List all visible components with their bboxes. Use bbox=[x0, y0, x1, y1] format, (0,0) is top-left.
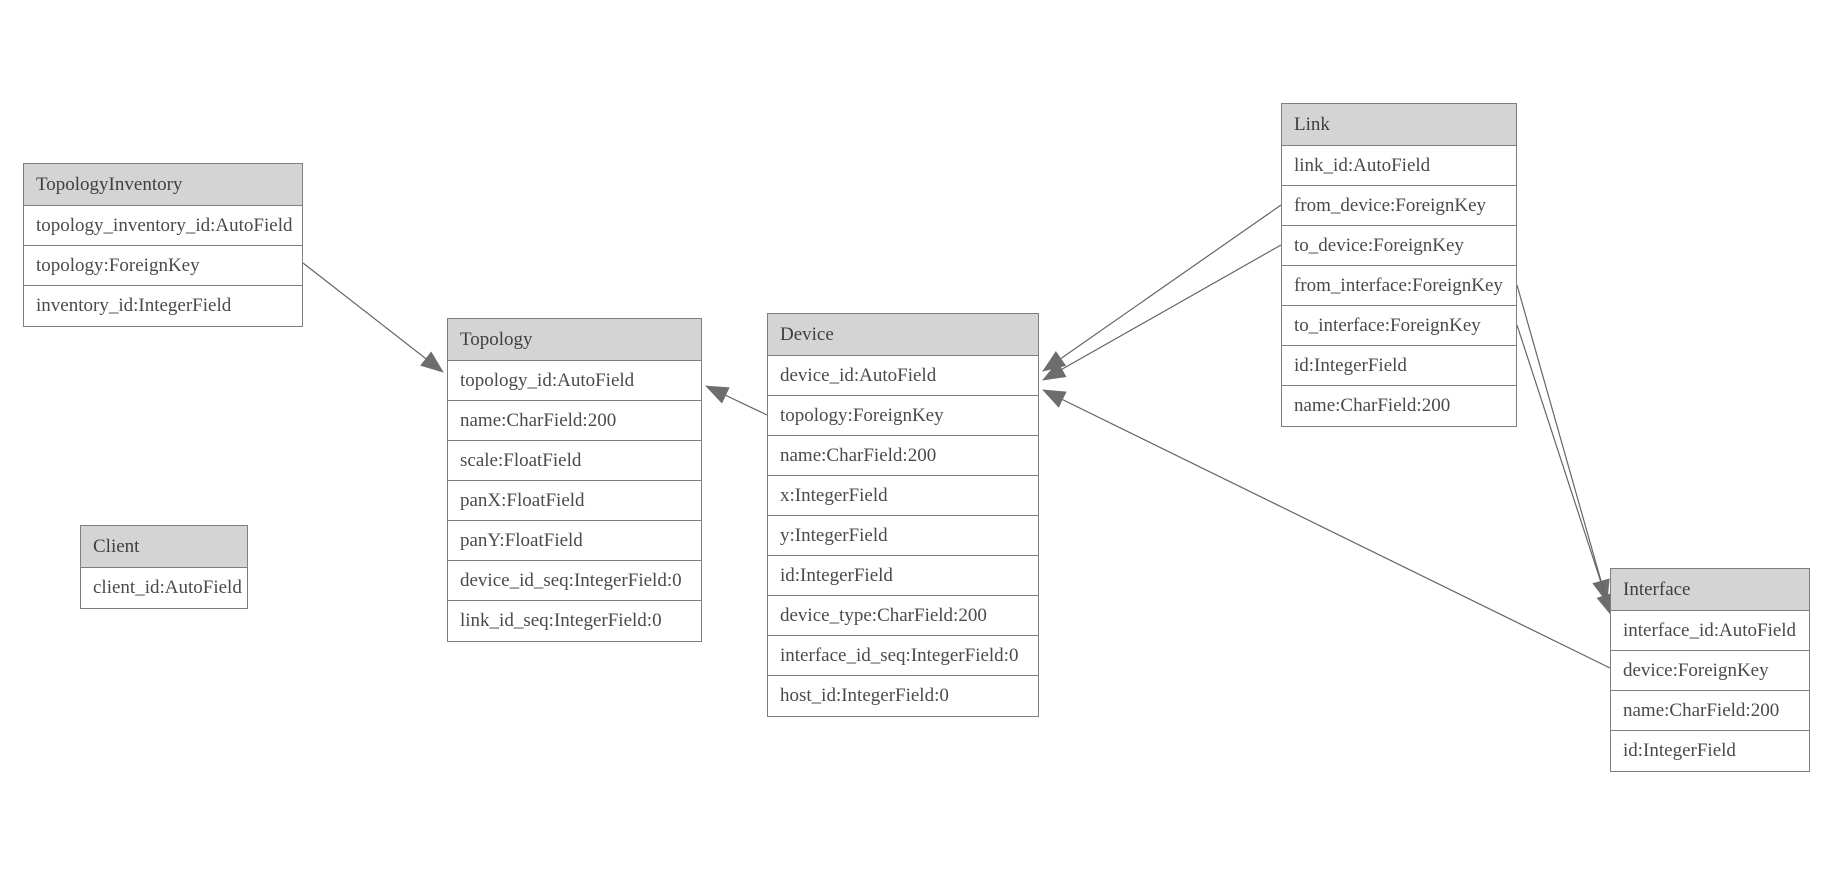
entity-field-row: name:CharField:200 bbox=[1611, 691, 1809, 731]
entity-header: Topology bbox=[448, 319, 701, 361]
entity-header: Client bbox=[81, 526, 247, 568]
entity-field-row: topology_id:AutoField bbox=[448, 361, 701, 401]
entity-field-row: x:IntegerField bbox=[768, 476, 1038, 516]
entity-field-row: interface_id:AutoField bbox=[1611, 611, 1809, 651]
entity-field-row: inventory_id:IntegerField bbox=[36, 295, 232, 316]
entity-header: Link bbox=[1282, 104, 1516, 146]
entity-field-row: panY:FloatField bbox=[448, 521, 701, 561]
entity-field-row: device:ForeignKey bbox=[1611, 651, 1809, 691]
edge-topologyinventory-topology-to-topology bbox=[302, 262, 444, 373]
entity-client: Client client_id:AutoField bbox=[80, 525, 248, 609]
entity-field-row: from_interface:ForeignKey bbox=[1282, 266, 1516, 306]
entity-field-row: scale:FloatField bbox=[448, 441, 701, 481]
edge-interface-device-to-device bbox=[1042, 389, 1611, 669]
entity-field-row: name:CharField:200 bbox=[1294, 395, 1451, 416]
edge-link-from-interface-to-interface bbox=[1516, 284, 1610, 603]
entity-field-row: from_device:ForeignKey bbox=[1282, 186, 1516, 226]
edge-device-topology-to-topology bbox=[705, 385, 768, 416]
entity-field-row: topology:ForeignKey bbox=[24, 246, 302, 286]
edge-link-to-interface-to-interface bbox=[1516, 324, 1614, 617]
entity-field-row: link_id:AutoField bbox=[1282, 146, 1516, 186]
entity-field-row: id:IntegerField bbox=[768, 556, 1038, 596]
entity-field-row: topology_inventory_id:AutoField bbox=[24, 206, 302, 246]
entity-field-row: device_id:AutoField bbox=[768, 356, 1038, 396]
edge-link-from-device-to-device bbox=[1042, 204, 1282, 372]
entity-field-row: id:IntegerField bbox=[1282, 346, 1516, 386]
entity-field-row: to_interface:ForeignKey bbox=[1282, 306, 1516, 346]
entity-field-row: client_id:AutoField bbox=[93, 577, 242, 598]
entity-field-row: panX:FloatField bbox=[448, 481, 701, 521]
entity-header: Device bbox=[768, 314, 1038, 356]
entity-field-row: interface_id_seq:IntegerField:0 bbox=[768, 636, 1038, 676]
entity-header: TopologyInventory bbox=[24, 164, 302, 206]
entity-field-row: topology:ForeignKey bbox=[768, 396, 1038, 436]
entity-field-row: to_device:ForeignKey bbox=[1282, 226, 1516, 266]
entity-field-row: device_type:CharField:200 bbox=[768, 596, 1038, 636]
entity-field-row: link_id_seq:IntegerField:0 bbox=[460, 610, 662, 631]
entity-header: Interface bbox=[1611, 569, 1809, 611]
entity-field-row: device_id_seq:IntegerField:0 bbox=[448, 561, 701, 601]
entity-field-row: host_id:IntegerField:0 bbox=[780, 685, 949, 706]
entity-field-row: name:CharField:200 bbox=[768, 436, 1038, 476]
entity-field-row: y:IntegerField bbox=[768, 516, 1038, 556]
entity-field-row: name:CharField:200 bbox=[448, 401, 701, 441]
entity-field-row: id:IntegerField bbox=[1623, 740, 1736, 761]
edge-link-to-device-to-device bbox=[1042, 244, 1282, 381]
